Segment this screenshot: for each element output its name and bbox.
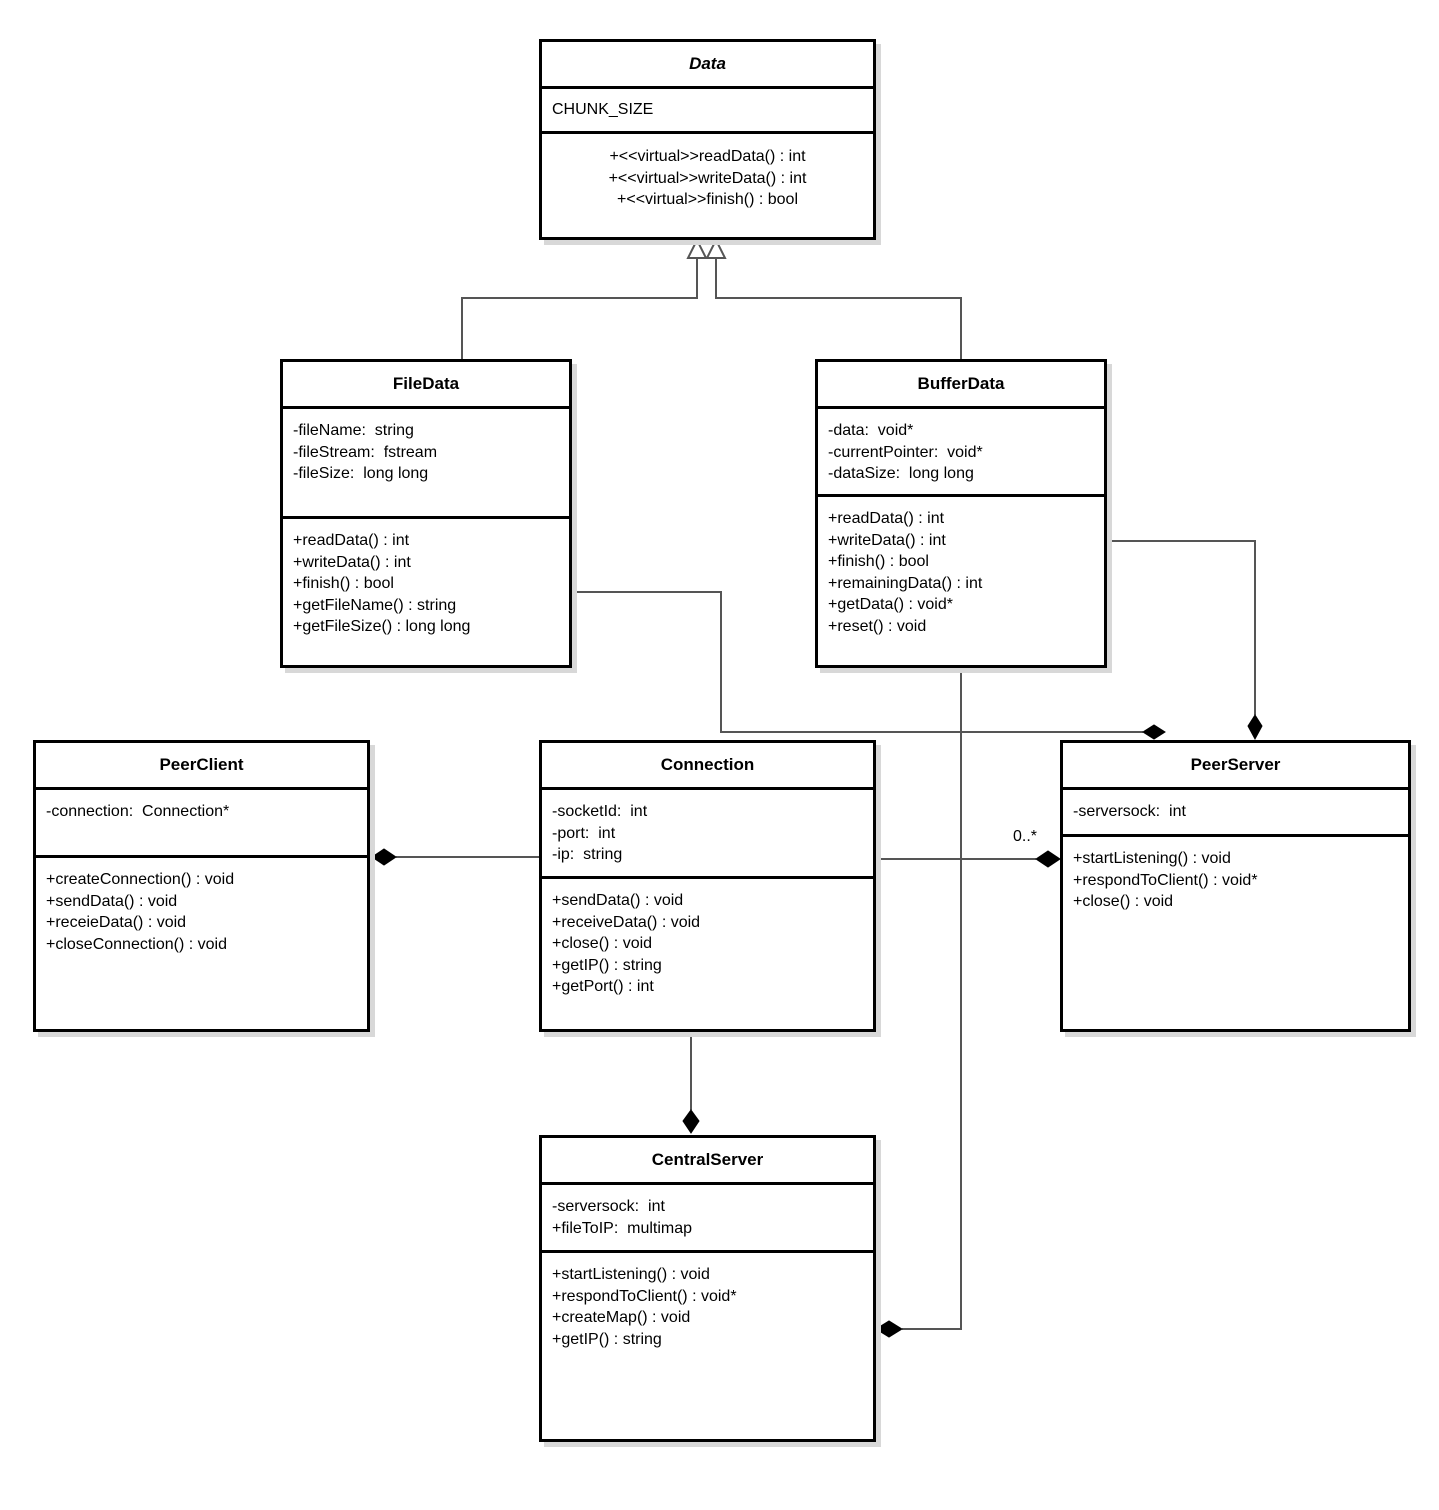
operation: +getPort() : int <box>552 978 654 995</box>
composition-diamond-icon <box>1247 714 1263 741</box>
attribute: -data: void* <box>828 422 914 439</box>
attribute: +fileToIP: multimap <box>552 1219 693 1237</box>
operation: +createConnection() : void <box>46 871 235 888</box>
operation: +close() : void <box>552 935 653 952</box>
operations-compartment: +createConnection() : void +sendData() :… <box>36 858 367 955</box>
class-data[interactable]: Data CHUNK_SIZE +<<virtual>>readData() :… <box>539 39 876 240</box>
operations-compartment: +<<virtual>>readData() : int +<<virtual>… <box>542 134 873 211</box>
multiplicity-label: 0..* <box>1013 828 1038 845</box>
operation: +getIP() : string <box>552 956 662 974</box>
class-name: Connection <box>542 743 873 790</box>
operation: +getIP() : string <box>552 1330 662 1348</box>
composition-bufferdata-centralserver <box>902 668 962 1330</box>
attribute: -connection: Connection* <box>46 803 230 820</box>
generalization-bufferdata-data <box>715 258 962 361</box>
attribute: -serversock: int <box>1073 803 1186 820</box>
operation: +close() : void <box>1073 893 1174 910</box>
operation: +<<virtual>>writeData() : int <box>608 169 807 187</box>
operation: +finish() : bool <box>293 575 394 592</box>
attribute: -serversock: int <box>552 1198 665 1215</box>
operation: +getFileSize() : long long <box>293 618 471 635</box>
composition-bufferdata-peerserver <box>1110 540 1256 715</box>
attribute: -ip: string <box>552 846 623 863</box>
operation: +writeData() : int <box>293 553 411 571</box>
attribute: -fileSize: long long <box>293 465 429 482</box>
operation: +respondToClient() : void* <box>1073 871 1258 889</box>
class-name: PeerServer <box>1063 743 1408 790</box>
composition-filedata-peerserver <box>577 591 1143 733</box>
operation: +readData() : int <box>828 510 945 527</box>
attributes-compartment: -serversock: int +fileToIP: multimap <box>542 1185 873 1253</box>
operations-compartment: +readData() : int +writeData() : int +fi… <box>283 519 569 638</box>
operation: +createMap() : void <box>552 1309 691 1326</box>
operation: +sendData() : void <box>552 892 684 909</box>
attributes-compartment: -socketId: int -port: int -ip: string <box>542 790 873 879</box>
class-peerserver[interactable]: PeerServer -serversock: int +startListen… <box>1060 740 1411 1032</box>
operation: +getData() : void* <box>828 596 953 613</box>
composition-diamond-icon <box>1035 850 1061 868</box>
attributes-compartment: -fileName: string -fileStream: fstream -… <box>283 409 569 519</box>
operation: +finish() : bool <box>828 553 929 570</box>
class-connection[interactable]: Connection -socketId: int -port: int -ip… <box>539 740 876 1032</box>
operation: +startListening() : void <box>552 1266 710 1283</box>
operation: +sendData() : void <box>46 892 178 910</box>
operations-compartment: +sendData() : void +receiveData() : void… <box>542 879 873 998</box>
operation: +writeData() : int <box>828 531 946 549</box>
operations-compartment: +startListening() : void +respondToClien… <box>542 1253 873 1350</box>
attribute: -fileStream: fstream <box>293 443 438 461</box>
operation: +getFileName() : string <box>293 596 457 614</box>
composition-diamond-icon <box>371 848 397 866</box>
operation: +startListening() : void <box>1073 850 1231 867</box>
composition-diamond-icon <box>875 1320 903 1338</box>
operations-compartment: +readData() : int +writeData() : int +fi… <box>818 497 1104 637</box>
generalization-arrowhead-icon <box>705 237 727 259</box>
operation: +remainingData() : int <box>828 574 983 592</box>
class-name: PeerClient <box>36 743 367 790</box>
composition-diamond-icon <box>1142 724 1166 740</box>
attribute: CHUNK_SIZE <box>552 101 654 119</box>
class-filedata[interactable]: FileData -fileName: string -fileStream: … <box>280 359 572 668</box>
attributes-compartment: CHUNK_SIZE <box>542 89 873 134</box>
class-name: BufferData <box>818 362 1104 409</box>
class-name: Data <box>542 42 873 89</box>
attribute: -dataSize: long long <box>828 465 974 482</box>
operation: +respondToClient() : void* <box>552 1287 737 1305</box>
attribute: -port: int <box>552 824 616 842</box>
operation: +closeConnection() : void <box>46 935 227 953</box>
class-bufferdata[interactable]: BufferData -data: void* -currentPointer:… <box>815 359 1107 668</box>
attribute: -fileName: string <box>293 422 414 439</box>
attributes-compartment: -serversock: int <box>1063 790 1408 837</box>
operations-compartment: +startListening() : void +respondToClien… <box>1063 837 1408 913</box>
class-name: FileData <box>283 362 569 409</box>
class-peerclient[interactable]: PeerClient -connection: Connection* +cre… <box>33 740 370 1032</box>
attribute: -currentPointer: void* <box>828 443 983 461</box>
class-centralserver[interactable]: CentralServer -serversock: int +fileToIP… <box>539 1135 876 1442</box>
operation: +receiveData() : void <box>552 913 701 931</box>
operation: +readData() : int <box>293 532 410 549</box>
operation: +receieData() : void <box>46 914 187 931</box>
attribute: -socketId: int <box>552 803 648 820</box>
generalization-filedata-data <box>461 258 698 361</box>
operation: +<<virtual>>readData() : int <box>609 148 806 165</box>
generalization-arrowhead-icon <box>686 237 708 259</box>
class-name: CentralServer <box>542 1138 873 1185</box>
attributes-compartment: -connection: Connection* <box>36 790 367 858</box>
operation: +<<virtual>>finish() : bool <box>617 191 798 208</box>
attributes-compartment: -data: void* -currentPointer: void* -dat… <box>818 409 1104 497</box>
operation: +reset() : void <box>828 617 927 635</box>
composition-diamond-icon <box>682 1109 700 1134</box>
